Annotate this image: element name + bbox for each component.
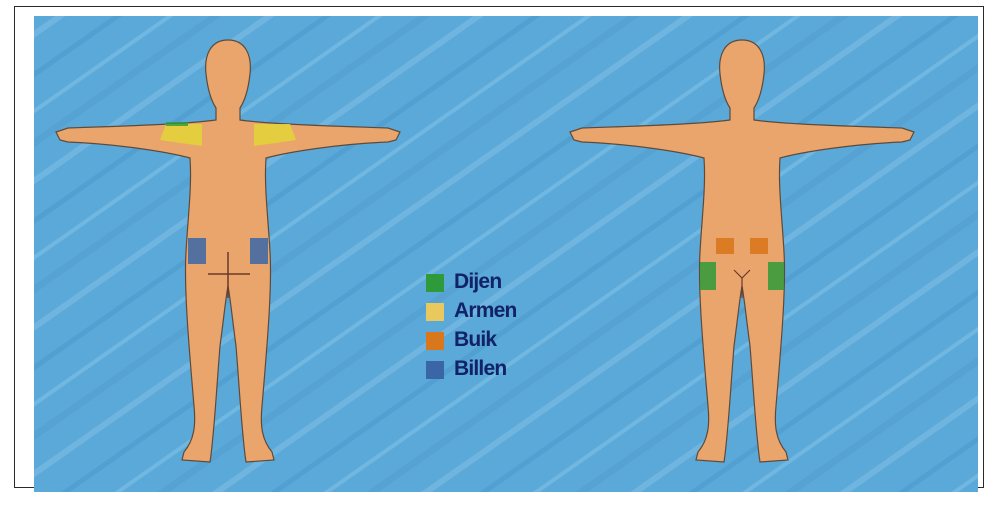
legend-swatch-billen bbox=[426, 361, 444, 379]
belly-site-left bbox=[716, 238, 734, 254]
thigh-site-left bbox=[700, 262, 716, 290]
legend-swatch-dijen bbox=[426, 274, 444, 292]
arm-site-edge-left bbox=[166, 122, 188, 126]
thigh-site-right bbox=[768, 262, 784, 290]
legend-item-armen: Armen bbox=[426, 299, 566, 328]
legend-swatch-buik bbox=[426, 332, 444, 350]
buttock-site-right bbox=[250, 238, 268, 264]
legend-swatch-armen bbox=[426, 303, 444, 321]
legend-item-billen: Billen bbox=[426, 357, 566, 386]
legend-item-dijen: Dijen bbox=[426, 270, 566, 299]
legend-item-buik: Buik bbox=[426, 328, 566, 357]
legend-label-dijen: Dijen bbox=[454, 270, 501, 294]
legend-label-buik: Buik bbox=[454, 328, 496, 352]
background-texture bbox=[34, 16, 978, 492]
belly-site-right bbox=[750, 238, 768, 254]
legend-label-armen: Armen bbox=[454, 299, 517, 323]
diagram-canvas bbox=[34, 16, 978, 492]
legend-label-billen: Billen bbox=[454, 357, 506, 381]
buttock-site-left bbox=[188, 238, 206, 264]
